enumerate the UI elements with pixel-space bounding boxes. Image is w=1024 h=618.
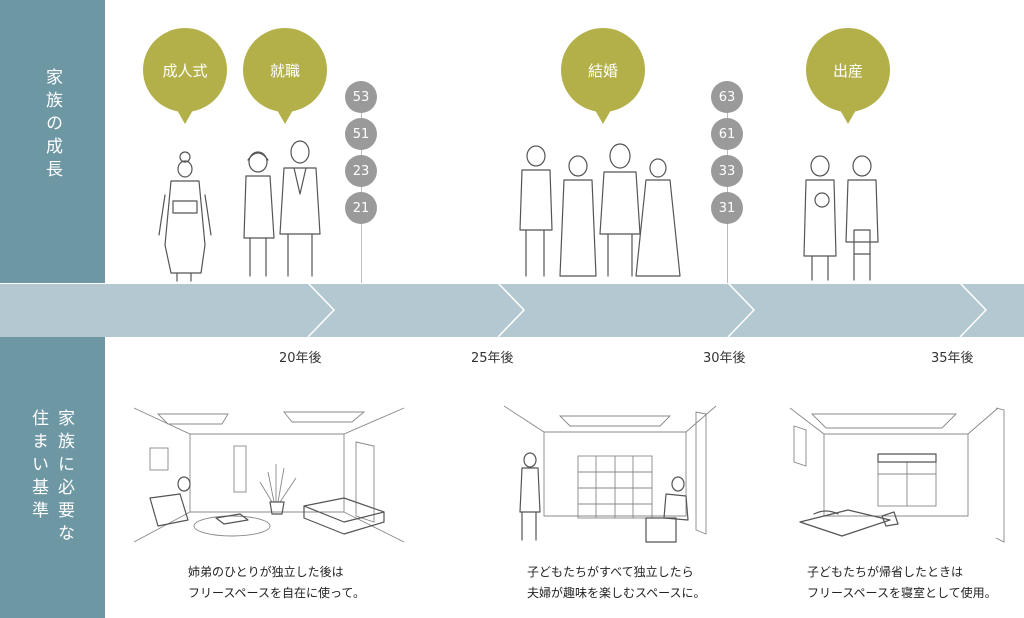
caption-room-1: 姉弟のひとりが独立した後は フリースペースを自在に使って。 xyxy=(188,562,365,604)
age-stem xyxy=(727,96,728,283)
event-bubble-coming-of-age: 成人式 xyxy=(143,28,227,124)
caption-room-2: 子どもたちがすべて独立したら 夫婦が趣味を楽しむスペースに。 xyxy=(527,562,706,604)
timeline-label-25: 25年後 xyxy=(471,351,514,366)
room-illustration-free-space xyxy=(133,407,405,543)
caption-line: 夫婦が趣味を楽しむスペースに。 xyxy=(527,586,706,600)
age-badge: 21 xyxy=(345,192,377,224)
age-badge: 51 xyxy=(345,118,377,150)
age-badge: 33 xyxy=(711,155,743,187)
wedding-family-illustration xyxy=(519,143,681,277)
caption-line: 子どもたちが帰省したときは xyxy=(807,565,964,579)
age-badge: 63 xyxy=(711,81,743,113)
chevron-icon xyxy=(497,283,526,337)
room-illustration-hobby-space xyxy=(503,405,717,543)
caption-line: フリースペースを寝室として使用。 xyxy=(807,586,997,600)
event-bubble-employment: 就職 xyxy=(243,28,327,124)
sidebar-family-growth: 家族の成長 xyxy=(0,0,105,283)
event-label: 結婚 xyxy=(587,61,618,80)
timeline-label-20: 20年後 xyxy=(279,351,322,366)
timeline-chevrons xyxy=(307,283,988,337)
age-badge: 31 xyxy=(711,192,743,224)
event-label: 成人式 xyxy=(162,61,208,80)
parents-with-baby-illustration xyxy=(803,155,879,281)
age-badge: 53 xyxy=(345,81,377,113)
suit-couple-illustration xyxy=(243,140,321,277)
caption-room-3: 子どもたちが帰省したときは フリースペースを寝室として使用。 xyxy=(807,562,997,604)
caption-line: 姉弟のひとりが独立した後は xyxy=(188,565,344,579)
timeline-label-35: 35年後 xyxy=(931,351,974,366)
band-edge xyxy=(0,283,1024,284)
caption-line: 子どもたちがすべて独立したら xyxy=(527,565,694,579)
event-label: 出産 xyxy=(832,61,863,80)
age-stem xyxy=(361,96,362,283)
chevron-icon xyxy=(959,283,988,337)
chevron-icon xyxy=(307,283,336,337)
timeline-band xyxy=(0,283,1024,337)
timeline-label-30: 30年後 xyxy=(703,351,746,366)
family-growth-label: 家族の成長 xyxy=(42,68,62,183)
caption-line: フリースペースを自在に使って。 xyxy=(188,586,366,600)
chevron-icon xyxy=(727,283,756,337)
kimono-woman-illustration xyxy=(158,151,212,282)
event-bubble-birth: 出産 xyxy=(806,28,890,124)
age-badge: 23 xyxy=(345,155,377,187)
sidebar-housing-standard: 家族に必要な 住まい基準 xyxy=(0,337,105,618)
housing-label-col1: 家族に必要な xyxy=(54,409,74,547)
room-illustration-guest-bedroom xyxy=(789,407,1005,543)
event-bubble-marriage: 結婚 xyxy=(561,28,645,124)
housing-label-col2: 住まい基準 xyxy=(28,409,48,524)
event-label: 就職 xyxy=(269,61,300,80)
age-badge: 61 xyxy=(711,118,743,150)
